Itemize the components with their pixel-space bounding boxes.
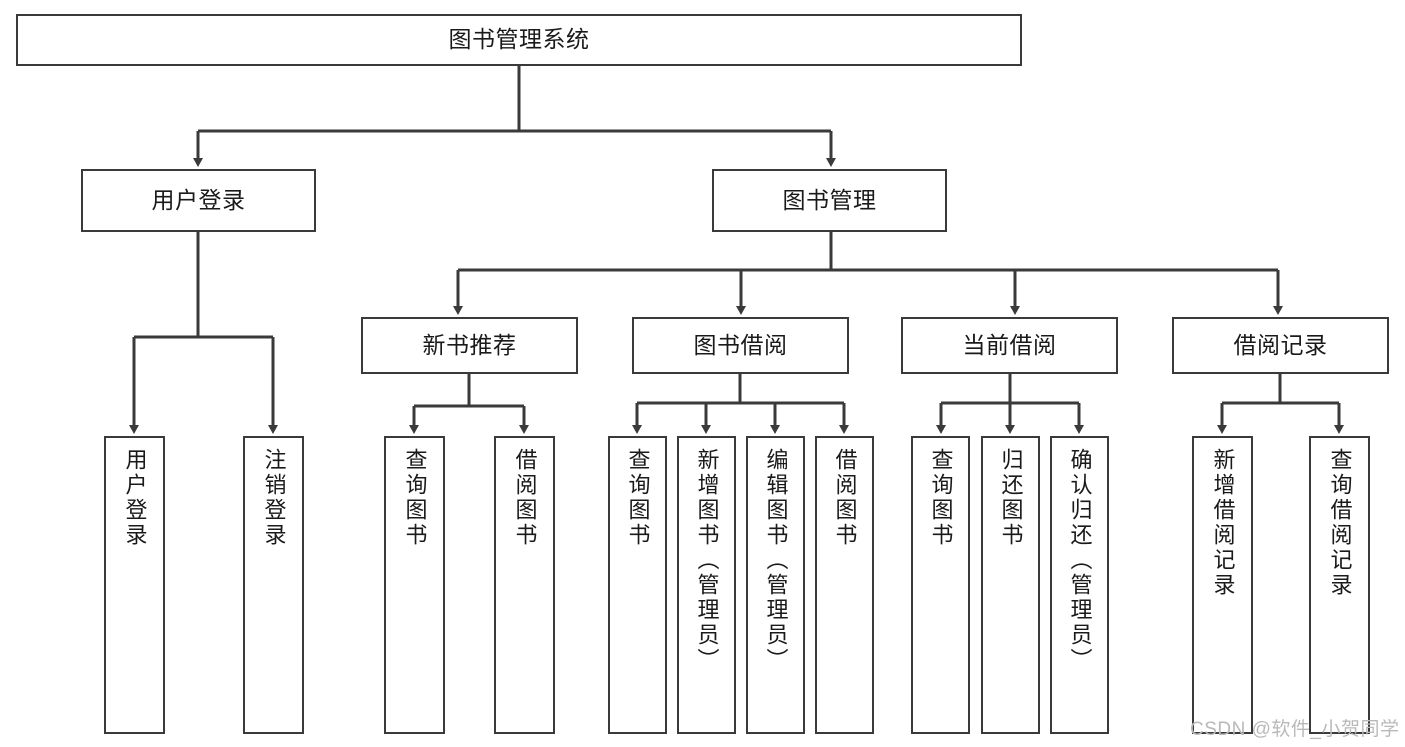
node-label: 借阅记录 xyxy=(1233,331,1328,358)
node-new-book-recommendation[interactable]: 新书推荐 xyxy=(361,317,578,374)
node-leaf-return-books[interactable]: 归还图书 xyxy=(981,436,1040,734)
node-book-management-module[interactable]: 图书管理 xyxy=(712,169,947,232)
node-leaf-query-books-borrow[interactable]: 查询图书 xyxy=(608,436,667,734)
node-leaf-query-books-current[interactable]: 查询图书 xyxy=(911,436,970,734)
node-label: 图书借阅 xyxy=(693,331,788,358)
node-root-book-management-system[interactable]: 图书管理系统 xyxy=(16,14,1022,66)
node-leaf-confirm-return-admin[interactable]: 确认归还（管理员） xyxy=(1050,436,1109,734)
node-label: 用户登录 xyxy=(122,448,148,548)
node-leaf-logout[interactable]: 注销登录 xyxy=(243,436,304,734)
node-leaf-user-login[interactable]: 用户登录 xyxy=(104,436,165,734)
node-label: 借阅图书 xyxy=(832,448,858,548)
node-label: 新书推荐 xyxy=(422,331,517,358)
node-label: 新增借阅记录 xyxy=(1210,448,1236,598)
node-label: 借阅图书 xyxy=(512,448,538,548)
node-label: 查询图书 xyxy=(625,448,651,548)
node-label: 图书管理系统 xyxy=(448,26,590,53)
node-leaf-query-books-recommend[interactable]: 查询图书 xyxy=(384,436,445,734)
node-leaf-borrow-books-recommend[interactable]: 借阅图书 xyxy=(494,436,555,734)
node-borrowing-records[interactable]: 借阅记录 xyxy=(1172,317,1389,374)
node-label: 编辑图书（管理员） xyxy=(763,448,789,673)
csdn-watermark: CSDN @软件_小贺同学 xyxy=(1190,719,1400,740)
node-current-borrowing[interactable]: 当前借阅 xyxy=(901,317,1118,374)
node-label: 当前借阅 xyxy=(962,331,1057,358)
node-label: 新增图书（管理员） xyxy=(694,448,720,673)
node-leaf-borrow-books[interactable]: 借阅图书 xyxy=(815,436,874,734)
node-user-login-module[interactable]: 用户登录 xyxy=(81,169,316,232)
node-leaf-add-borrow-record[interactable]: 新增借阅记录 xyxy=(1192,436,1253,734)
node-label: 注销登录 xyxy=(261,448,287,548)
node-label: 用户登录 xyxy=(151,186,246,213)
node-label: 图书管理 xyxy=(782,186,877,213)
node-label: 归还图书 xyxy=(998,448,1024,548)
node-label: 查询图书 xyxy=(928,448,954,548)
node-leaf-edit-book-admin[interactable]: 编辑图书（管理员） xyxy=(746,436,805,734)
node-leaf-query-borrow-record[interactable]: 查询借阅记录 xyxy=(1309,436,1370,734)
node-label: 查询图书 xyxy=(402,448,428,548)
node-leaf-add-book-admin[interactable]: 新增图书（管理员） xyxy=(677,436,736,734)
node-book-borrowing[interactable]: 图书借阅 xyxy=(632,317,849,374)
node-label: 查询借阅记录 xyxy=(1327,448,1353,598)
node-label: 确认归还（管理员） xyxy=(1067,448,1093,673)
